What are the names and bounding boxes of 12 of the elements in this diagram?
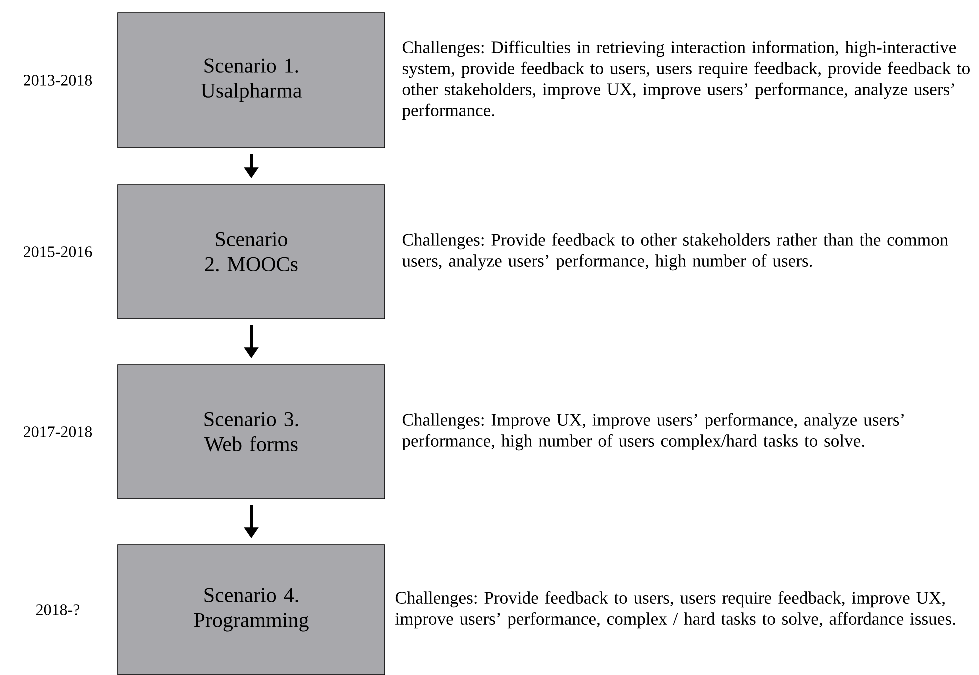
year-label: 2017-2018 — [24, 426, 92, 438]
scenario-box: Scenario 2. MOOCs — [118, 184, 386, 320]
challenges-text: Challenges: Provide feedback to other stakeholders rather than the common users, analyze users’ performance, high number of users. — [402, 233, 948, 271]
year-label: 2015-2016 — [24, 246, 92, 258]
scenario-box: Scenario 4. Programming — [118, 544, 386, 675]
scenario-box: Scenario 1. Usalpharma — [118, 12, 386, 148]
scenario-box: Scenario 3. Web forms — [118, 364, 386, 500]
challenges-text: Challenges: Difficulties in retrieving interaction information, high-interactive system, provide feedback to users, users require feedback, provide feedback to other stakeholders, improve UX, improve users’ performance, analyze users’ performance. — [402, 40, 970, 120]
challenges-text: Challenges: Provide feedback to users, users require feedback, improve UX, improve users’ performance, complex / hard tasks to solve, affordance issues. — [396, 591, 956, 629]
year-label: 2013-2018 — [24, 75, 92, 86]
year-label: 2018-? — [36, 604, 80, 616]
challenges-text: Challenges: Improve UX, improve users’ performance, analyze users’ performance, high number of users complex/hard tasks to solve. — [402, 413, 904, 451]
